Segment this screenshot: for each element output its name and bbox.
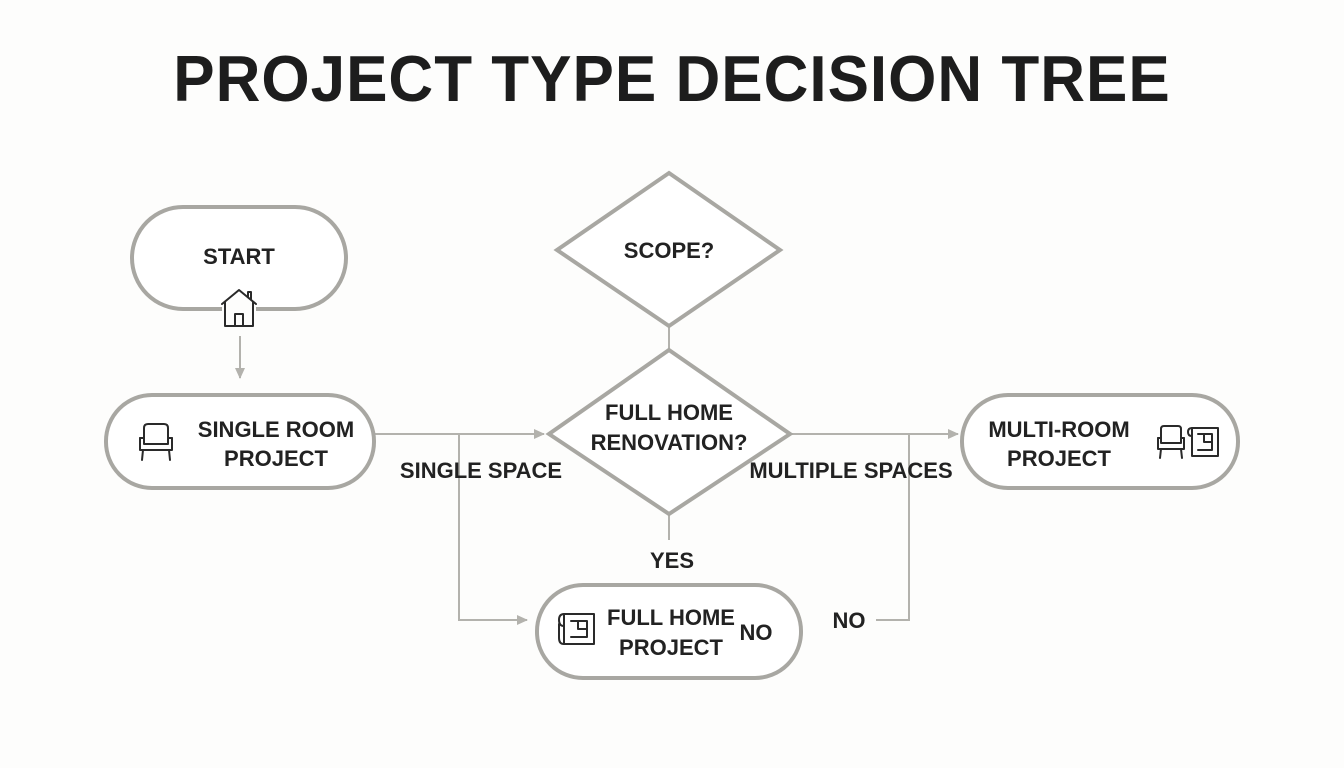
single-room-project-node[interactable]: SINGLE ROOM PROJECT — [104, 393, 376, 490]
scope-decision[interactable]: SCOPE? — [553, 170, 784, 329]
page-title: PROJECT TYPE DECISION TREE — [173, 43, 1171, 116]
multi-room-line1: MULTI-ROOM — [988, 417, 1129, 442]
start-label: START — [203, 244, 275, 269]
full-home-project-line1: FULL HOME — [607, 605, 735, 630]
single-room-line1: SINGLE ROOM — [198, 417, 354, 442]
armchair-icon — [1157, 425, 1185, 459]
armchair-icon — [139, 423, 173, 461]
floorplan-icon — [558, 613, 595, 645]
scope-label: SCOPE? — [624, 238, 714, 263]
full-home-project-line2: PROJECT — [619, 635, 723, 660]
house-icon — [221, 289, 257, 327]
edge-label-single-space: SINGLE SPACE — [400, 458, 562, 483]
multi-room-project-node[interactable]: MULTI-ROOM PROJECT — [960, 393, 1240, 490]
full-home-question-line1: FULL HOME — [605, 400, 733, 425]
edges — [235, 326, 959, 625]
single-room-line2: PROJECT — [224, 446, 328, 471]
edge-single-space-to-full-home-project — [458, 434, 528, 625]
multi-room-line2: PROJECT — [1007, 446, 1111, 471]
full-home-question-line2: RENOVATION? — [591, 430, 748, 455]
edge-multiple-spaces-to-no — [876, 434, 910, 621]
edge-label-multiple-spaces: MULTIPLE SPACES — [749, 458, 952, 483]
full-home-renovation-decision[interactable]: FULL HOME RENOVATION? — [545, 347, 794, 517]
full-home-project-no: NO — [740, 620, 773, 645]
floorplan-icon — [1187, 427, 1219, 457]
edge-label-no: NO — [833, 608, 866, 633]
full-home-project-node[interactable]: FULL HOME PROJECT NO — [535, 583, 803, 680]
start-node[interactable]: START — [130, 205, 348, 327]
edge-label-yes: YES — [650, 548, 694, 573]
